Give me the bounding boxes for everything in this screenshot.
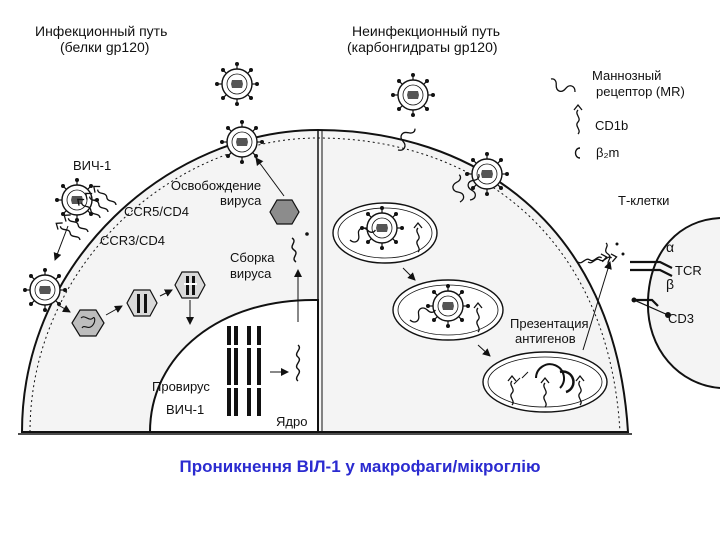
capsid-hexagon-icon — [126, 289, 158, 317]
presentation-label-line2: антигенов — [515, 331, 576, 346]
cd3-label: CD3 — [668, 311, 695, 326]
cd1b-legend-icon — [573, 104, 583, 135]
cd1b-icon — [576, 252, 608, 267]
figure-caption: Проникнення ВІЛ-1 у макрофаги/мікроглію — [179, 457, 541, 476]
ccr5-cd4-label: CCR5/CD4 — [124, 204, 190, 219]
provirus-label: Провирус — [152, 379, 210, 394]
legend-mannose-receptor-line2: рецептор (MR) — [596, 84, 685, 99]
tcr-label: TCR — [675, 263, 702, 278]
hiv-virion-icon — [359, 205, 405, 251]
capsid-hexagon-icon — [71, 309, 105, 337]
hiv-label: ВИЧ-1 — [73, 158, 112, 173]
assembled-capsid-icon — [269, 199, 300, 225]
t-cells-label: Т-клетки — [618, 193, 670, 208]
assembly-label-line2: вируса — [230, 266, 272, 281]
right-subtitle: (карбонгидраты gp120) — [347, 39, 498, 55]
mrna-icon — [295, 344, 301, 382]
beta-label: β — [666, 276, 675, 292]
ccr3-cd4-label: CCR3/CD4 — [100, 233, 166, 248]
hiv-virion-icon — [425, 283, 471, 329]
viral-rna-icon — [291, 237, 297, 263]
release-label: Освобождение — [170, 178, 262, 193]
hiv-virion-icon — [390, 72, 436, 118]
endosome — [482, 351, 608, 413]
b2m-legend-icon — [574, 147, 581, 159]
macrophage-inner-dashes — [29, 137, 621, 433]
capsid-hexagon-icon — [174, 271, 206, 299]
nucleus-label: Ядро — [276, 414, 308, 429]
assembly-label: Сборка — [230, 250, 275, 265]
ccr3-cd4-receptor-icon — [53, 211, 91, 244]
legend-b2m: β₂m — [596, 145, 620, 160]
hiv-virion-icon — [214, 61, 260, 107]
legend-mannose-receptor: Маннозный — [592, 68, 662, 83]
provirus-label-line2: ВИЧ-1 — [166, 402, 205, 417]
provirus-dna-bars-icon — [227, 326, 261, 416]
cd3-icon — [631, 297, 671, 318]
tcr-receptor-icon — [630, 260, 673, 307]
release-label-line2: вируса — [220, 193, 262, 208]
right-title: Неинфекционный путь — [352, 23, 501, 39]
mannose-receptor-legend-icon — [547, 77, 578, 97]
left-subtitle: (белки gp120) — [60, 39, 150, 55]
hiv-virion-icon — [219, 119, 265, 165]
t-cell-membrane — [646, 217, 720, 389]
alpha-label: α — [666, 239, 675, 255]
left-title: Инфекционный путь — [35, 23, 168, 39]
hiv-virion-icon — [22, 267, 68, 313]
legend-cd1b: CD1b — [595, 118, 629, 133]
presentation-label: Презентация — [510, 316, 589, 331]
